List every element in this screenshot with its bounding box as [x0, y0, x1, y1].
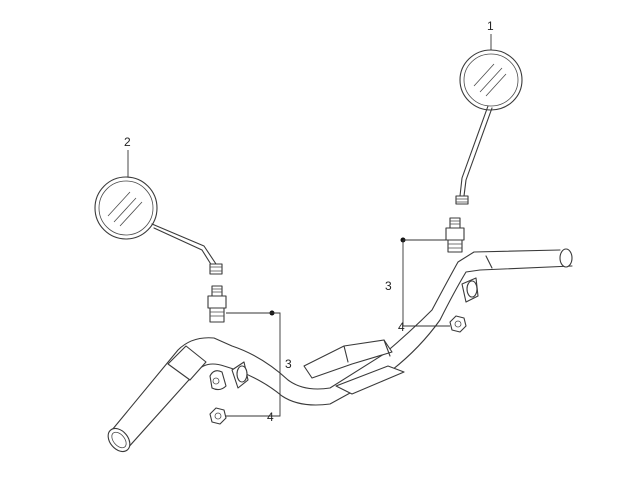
adapter-bolt-left [207, 285, 227, 323]
nut-right [449, 315, 467, 333]
nut-left [209, 407, 227, 425]
callout-mirror-right: 1 [487, 19, 494, 33]
mirror-left [94, 176, 223, 275]
callout-nut-right: 4 [398, 320, 405, 334]
callout-nut-left: 4 [267, 410, 274, 424]
callout-bolt-left: 3 [285, 357, 292, 371]
bracket-leader-left [226, 312, 281, 417]
callout-bolt-right: 3 [385, 279, 392, 293]
callout-mirror-left: 2 [124, 135, 131, 149]
handlebar [107, 248, 573, 453]
mirror-right [455, 49, 523, 205]
bracket-leader-right [402, 239, 450, 327]
adapter-bolt-right [445, 217, 465, 253]
